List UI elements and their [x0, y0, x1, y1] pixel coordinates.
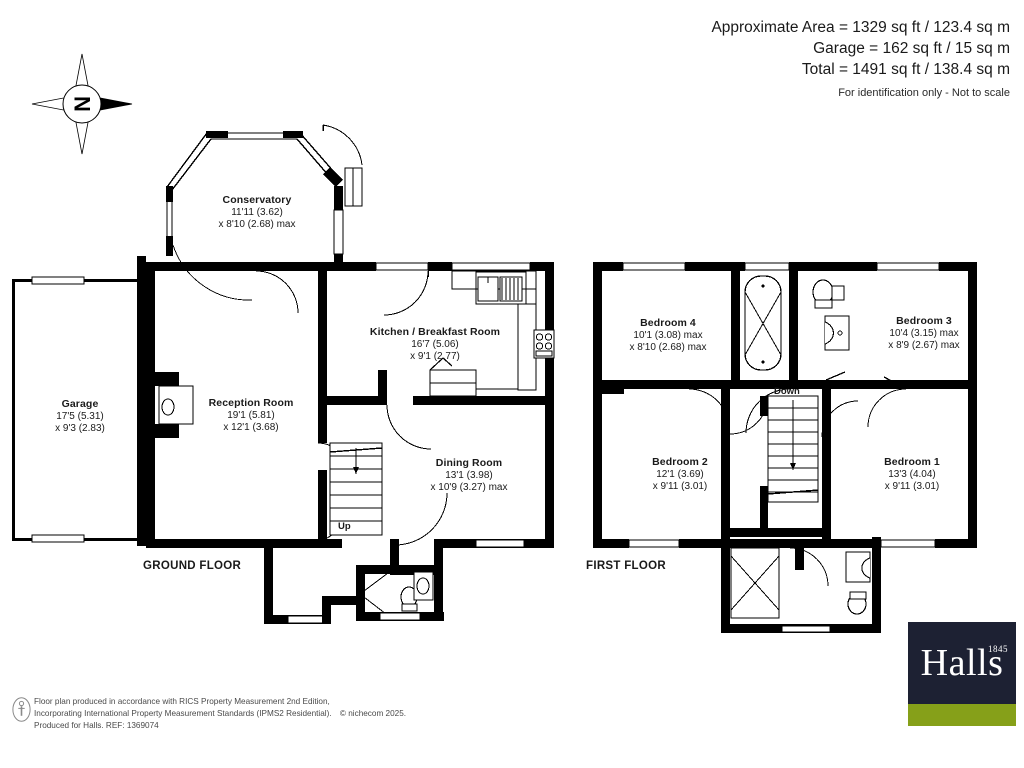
footer-line-2-wrap: Incorporating International Property Mea… [34, 708, 406, 720]
garage-outline [12, 256, 146, 546]
room-name-conservatory: Conservatory [222, 194, 292, 206]
room-dim1-kitchen: 16'7 (5.06) [411, 338, 459, 350]
room-dim2-kitchen: x 9'1 (2.77) [410, 350, 460, 362]
first-floor-bathroom-bottom [730, 547, 871, 619]
identification-note: For identification only - Not to scale [838, 86, 1010, 99]
room-label-garage: Garage 17'5 (5.31) x 9'3 (2.83) [26, 398, 134, 435]
kitchen-fittings [429, 270, 555, 404]
room-label-conservatory: Conservatory 11'11 (3.62) x 8'10 (2.68) … [199, 194, 315, 231]
first-staircase [760, 395, 819, 528]
room-dim1-bedroom4: 10'1 (3.08) max [633, 329, 703, 341]
halls-logo: Halls 1845 [908, 622, 1016, 726]
footer-line-2: Incorporating International Property Mea… [34, 708, 332, 718]
ground-staircase [329, 442, 383, 536]
room-dim1-garage: 17'5 (5.31) [56, 410, 104, 422]
first-floor-bathroom-top [744, 275, 850, 371]
first-floor-plan [593, 262, 977, 633]
halls-logo-main: Halls 1845 [908, 622, 1016, 704]
floor-label-first: FIRST FLOOR [586, 560, 666, 572]
room-dim1-bedroom2: 12'1 (3.69) [656, 468, 704, 480]
halls-logo-year: 1845 [988, 644, 1008, 654]
ground-floor-plan [12, 124, 555, 624]
ground-floor-walls [146, 262, 554, 548]
floor-label-ground: GROUND FLOOR [143, 560, 242, 572]
room-name-kitchen: Kitchen / Breakfast Room [369, 326, 501, 338]
room-name-bedroom4: Bedroom 4 [640, 317, 696, 329]
room-name-bedroom2: Bedroom 2 [652, 456, 708, 468]
conservatory-outline [166, 124, 363, 301]
stair-label-down: Down [774, 386, 800, 397]
garage-area-line: Garage = 162 sq ft / 15 sq m [813, 39, 1010, 57]
room-dim2-bedroom4: x 8'10 (2.68) max [629, 341, 707, 353]
room-name-garage: Garage [61, 398, 99, 410]
room-dim1-dining: 13'1 (3.98) [445, 469, 493, 481]
footer-line-3: Produced for Halls. REF: 1369074 [34, 720, 159, 730]
first-floor-door-swings [688, 371, 907, 587]
room-label-kitchen: Kitchen / Breakfast Room 16'7 (5.06) x 9… [352, 326, 518, 363]
footer-disclaimer: Floor plan produced in accordance with R… [34, 696, 406, 732]
room-name-dining: Dining Room [435, 457, 503, 469]
room-dim2-conservatory: x 8'10 (2.68) max [218, 218, 296, 230]
room-dim2-dining: x 10'9 (3.27) max [430, 481, 508, 493]
room-label-bedroom1: Bedroom 1 13'3 (4.04) x 9'11 (3.01) [856, 456, 968, 493]
room-dim1-reception: 19'1 (5.81) [227, 409, 275, 421]
room-label-bedroom2: Bedroom 2 12'1 (3.69) x 9'11 (3.01) [624, 456, 736, 493]
room-dim2-bedroom3: x 8'9 (2.67) max [888, 339, 960, 351]
room-name-bedroom1: Bedroom 1 [884, 456, 940, 468]
footer-copyright: © nichecom 2025. [339, 708, 407, 718]
halls-logo-wordmark: Halls [920, 642, 1004, 684]
compass-rose: N [28, 52, 136, 156]
stair-label-up: Up [338, 521, 351, 532]
room-label-bedroom4: Bedroom 4 10'1 (3.08) max x 8'10 (2.68) … [608, 317, 728, 354]
person-icon [12, 697, 31, 722]
room-dim2-bedroom2: x 9'11 (3.01) [652, 480, 708, 492]
approximate-area-line: Approximate Area = 1329 sq ft / 123.4 sq… [711, 19, 1010, 36]
halls-logo-green-bar [908, 704, 1016, 726]
room-dim1-conservatory: 11'11 (3.62) [231, 206, 283, 218]
room-dim2-garage: x 9'3 (2.83) [55, 422, 105, 434]
compass-north-letter: N [70, 96, 95, 112]
room-dim2-reception: x 12'1 (3.68) [223, 421, 279, 433]
room-name-reception: Reception Room [208, 397, 294, 409]
room-label-reception: Reception Room 19'1 (5.81) x 12'1 (3.68) [190, 397, 312, 434]
room-dim1-bedroom3: 10'4 (3.15) max [889, 327, 959, 339]
total-area-line: Total = 1491 sq ft / 138.4 sq m [801, 60, 1010, 78]
room-dim2-bedroom1: x 9'11 (3.01) [884, 480, 940, 492]
room-name-bedroom3: Bedroom 3 [896, 315, 952, 327]
ground-hall-wc [264, 539, 444, 624]
first-floor-walls [593, 262, 977, 633]
footer-line-1: Floor plan produced in accordance with R… [34, 697, 330, 706]
area-summary: Approximate Area = 1329 sq ft / 123.4 sq… [711, 18, 1010, 101]
room-label-dining: Dining Room 13'1 (3.98) x 10'9 (3.27) ma… [402, 457, 536, 494]
room-dim1-bedroom1: 13'3 (4.04) [888, 468, 936, 480]
room-label-bedroom3: Bedroom 3 10'4 (3.15) max x 8'9 (2.67) m… [864, 315, 984, 352]
